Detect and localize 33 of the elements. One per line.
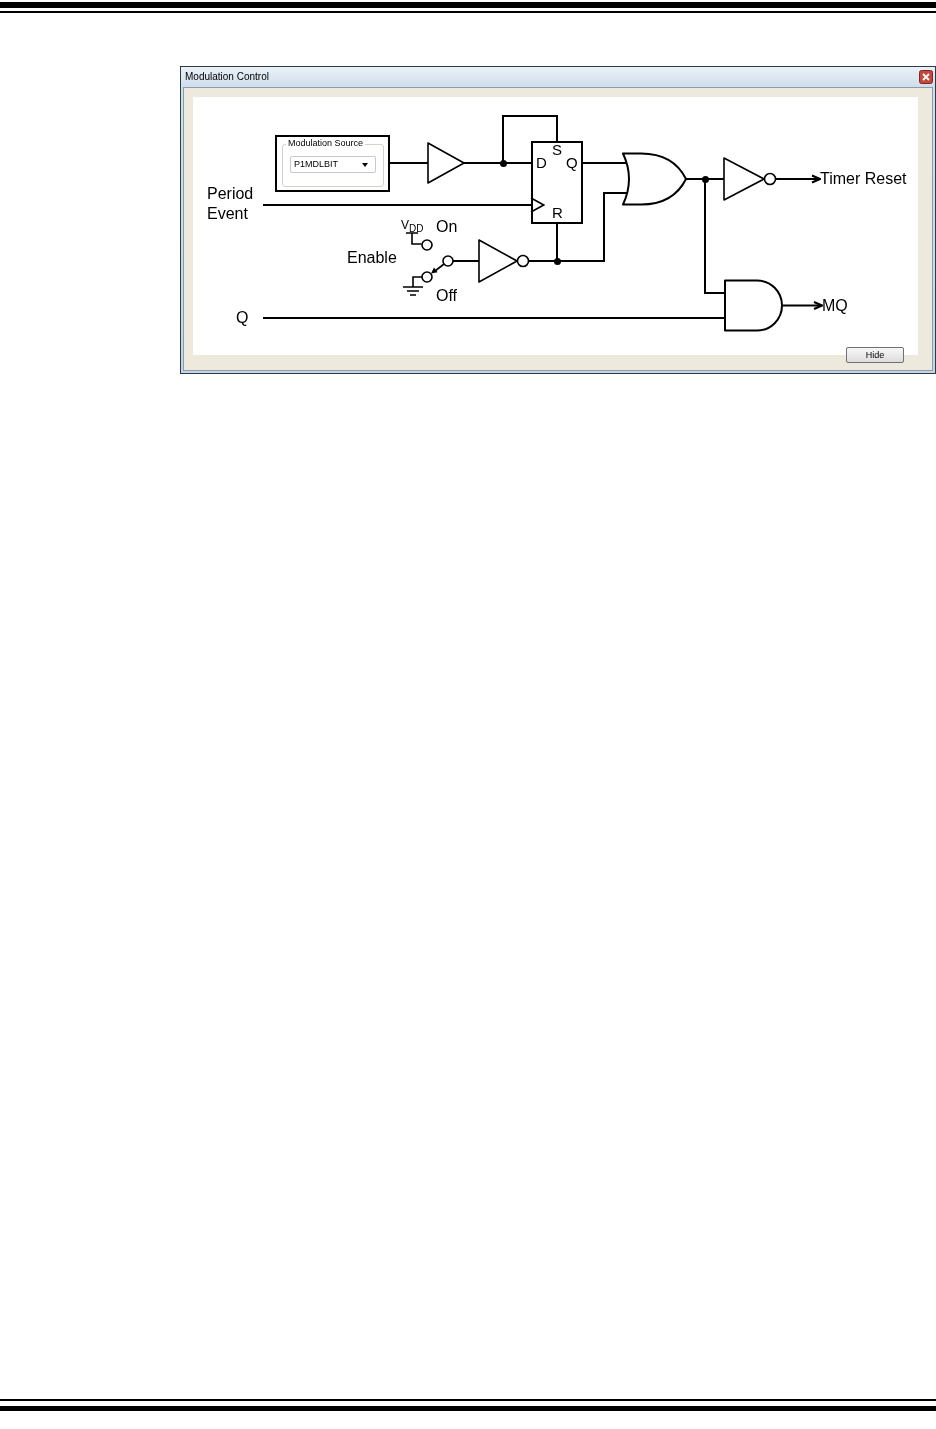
wire — [528, 192, 628, 262]
flip-flop — [531, 141, 583, 224]
or-gate — [621, 152, 688, 206]
signal-label: MQ — [822, 295, 848, 316]
pin-label: S — [552, 141, 562, 158]
wire — [452, 260, 480, 262]
group-label: Modulation Source — [286, 138, 366, 149]
arrow — [775, 174, 821, 184]
wire — [463, 115, 558, 164]
wire — [685, 178, 726, 294]
and-gate — [723, 279, 784, 332]
signal-label: Q — [236, 308, 249, 328]
wire — [262, 317, 726, 319]
hide-button: Hide — [846, 347, 904, 363]
wire — [389, 162, 429, 164]
switch-label: Enable — [347, 248, 397, 267]
signal-label: Period Event — [207, 184, 262, 224]
buffer-gate — [426, 141, 466, 185]
window-title: Modulation Control — [185, 71, 269, 83]
dropdown: P1MDLBIT — [290, 156, 376, 173]
source-panel — [275, 135, 390, 192]
pin-label: R — [552, 204, 563, 221]
switch-state-label: On — [436, 217, 458, 236]
inverter-gate — [722, 156, 777, 202]
pin-label: D — [536, 154, 547, 171]
wire — [582, 162, 628, 164]
supply-label: V$_{DD}$ — [401, 218, 424, 237]
switch-state-label: Off — [436, 286, 458, 305]
clock-input-line — [262, 197, 545, 213]
arrow — [781, 301, 823, 310]
signal-label: Timer Reset — [820, 169, 907, 189]
inverter-gate — [477, 238, 530, 284]
pin-label: Q — [566, 154, 578, 171]
